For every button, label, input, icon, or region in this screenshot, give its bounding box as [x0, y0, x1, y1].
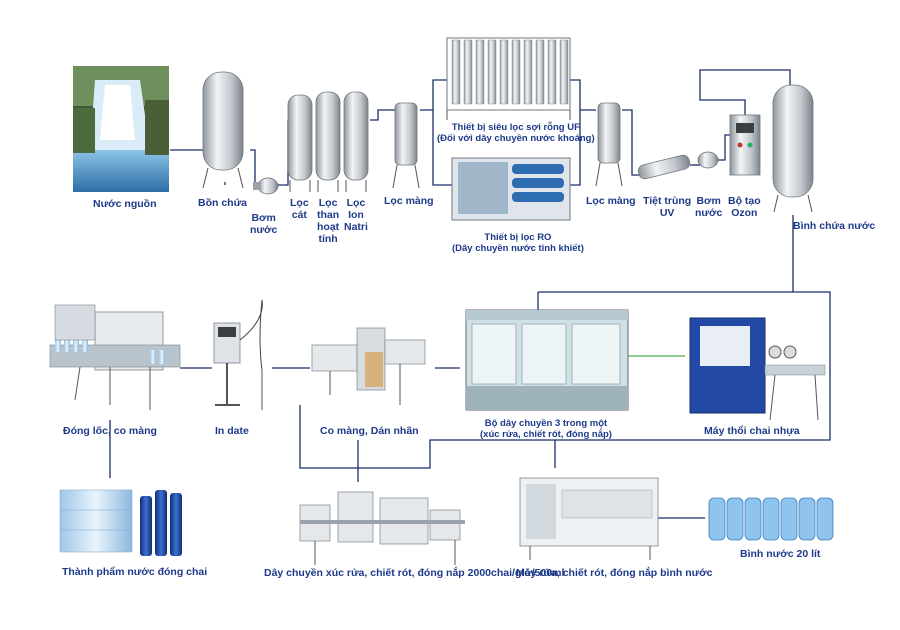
line-filters-to-membrane [370, 109, 395, 121]
label-carbon-filter: Lọc than hoạt tính [317, 197, 339, 245]
line-pump-to-filters [278, 120, 289, 186]
label-membrane-filter-2: Lọc màng [586, 195, 636, 207]
uf-unit-graphic [446, 37, 571, 120]
barrel-machine-graphic [519, 477, 659, 560]
label-carbon-filter-line-1: Lọc [318, 197, 338, 209]
membrane-filter-2-graphic [595, 102, 623, 187]
label-barrel-machine: Máy rửa, chiết rót, đóng nắp bình nước [516, 567, 713, 579]
three-in-one-machine-graphic [465, 309, 629, 411]
label-pump-1-line-1: Bơm [251, 212, 276, 224]
uv-sterilizer-graphic [637, 154, 691, 180]
label-ro-filter-line-2: (Dây chuyền nước tinh khiết) [452, 243, 584, 254]
label-ozone-generator: Bộ tạo Ozon [728, 195, 761, 219]
ozone-generator-graphic [729, 114, 761, 176]
date-printer-graphic [213, 299, 263, 410]
label-pump-2: Bơm nước [695, 195, 722, 219]
line-main-bus [538, 291, 831, 441]
pump-1-graphic [253, 177, 279, 195]
line-2000-graphic [299, 491, 465, 565]
label-uv-sterilizer: Tiệt trùng UV [643, 195, 691, 219]
line-uf-ro-to-membrane2 [570, 79, 596, 186]
label-pump-1-line-2: nước [250, 224, 278, 236]
label-carbon-filter-line-2: than [317, 209, 340, 221]
bottle-blower-graphic [689, 317, 826, 421]
label-three-in-one-line-2: (xúc rửa, chiết rót, đóng nắp) [480, 429, 612, 440]
label-storage-tank: Bồn chứa [198, 197, 248, 209]
line-main-to-lower [299, 405, 556, 469]
label-sleeve-label: Co màng, Dán nhãn [320, 425, 419, 437]
label-water-tank: Bình chứa nước [793, 220, 876, 232]
sleeve-labeler-graphic [311, 327, 426, 405]
label-uv-line-1: Tiệt trùng [643, 195, 692, 207]
flow-lines [109, 69, 831, 519]
line-membrane-to-uf-ro [420, 79, 452, 186]
pump-2-graphic [697, 151, 719, 169]
label-ozone-line-2: Ozon [731, 207, 758, 219]
label-ro-filter: Thiết bị lọc RO (Dây chuyền nước tinh kh… [452, 232, 584, 254]
label-ozone-line-1: Bộ tạo [728, 195, 761, 207]
label-ion-filter-line-1: Lọc [346, 197, 366, 209]
label-barrel-20l: Bình nước 20 lít [740, 548, 821, 560]
finished-product-graphic [59, 489, 182, 556]
label-ion-filter: Lọc Ion Natri [344, 197, 368, 233]
label-sand-filter: Lọc cát [290, 197, 309, 221]
label-bottle-blower: Máy thổi chai nhựa [704, 425, 800, 437]
ro-unit-graphic [451, 157, 571, 221]
label-source-water: Nước nguồn [93, 198, 157, 210]
filter-columns-graphic [287, 91, 369, 192]
label-ion-filter-line-3: Natri [344, 221, 368, 233]
label-line-2000: Dây chuyền xúc rửa, chiết rót, đóng nắp … [264, 567, 565, 579]
water-tank-graphic [772, 84, 814, 213]
label-uv-line-2: UV [659, 207, 675, 219]
label-three-in-one-line-1: Bộ dây chuyền 3 trong một [484, 418, 608, 429]
label-shrink-wrap: Đóng lốc, co màng [63, 425, 157, 437]
label-sand-filter-line-2: cát [291, 209, 307, 221]
label-date-printer: In date [215, 425, 249, 437]
label-carbon-filter-line-3: hoạt [317, 221, 340, 233]
label-pump-2-line-2: nước [695, 207, 723, 219]
label-sand-filter-line-1: Lọc [290, 197, 309, 209]
label-uf-filter-line-2: (Đối với dây chuyền nước khoáng) [437, 133, 595, 144]
membrane-filter-1-graphic [392, 102, 420, 189]
label-three-in-one: Bộ dây chuyền 3 trong một (xúc rửa, chiế… [480, 418, 612, 440]
label-ion-filter-line-2: Ion [348, 209, 364, 221]
line-membrane2-to-uv [622, 109, 640, 176]
line-pump2-to-ozone [716, 134, 733, 161]
label-pump-2-line-1: Bơm [696, 195, 721, 207]
label-membrane-filter-1: Lọc màng [384, 195, 434, 207]
label-uf-filter-line-1: Thiết bị siêu lọc sợi rỗng UF [451, 122, 580, 133]
label-ro-filter-line-1: Thiết bị lọc RO [484, 232, 552, 243]
shrink-wrap-machine-graphic [49, 304, 181, 410]
storage-tank-graphic [202, 71, 244, 189]
waterfall-image [73, 66, 169, 192]
label-finished-product: Thành phẩm nước đóng chai [62, 566, 208, 578]
line-ozone-to-tank [699, 69, 791, 115]
barrels-20l-graphic [708, 497, 834, 541]
label-carbon-filter-line-4: tính [318, 233, 338, 245]
label-pump-1: Bơm nước [250, 212, 277, 236]
label-uf-filter: Thiết bị siêu lọc sợi rỗng UF (Đối với d… [437, 122, 595, 144]
